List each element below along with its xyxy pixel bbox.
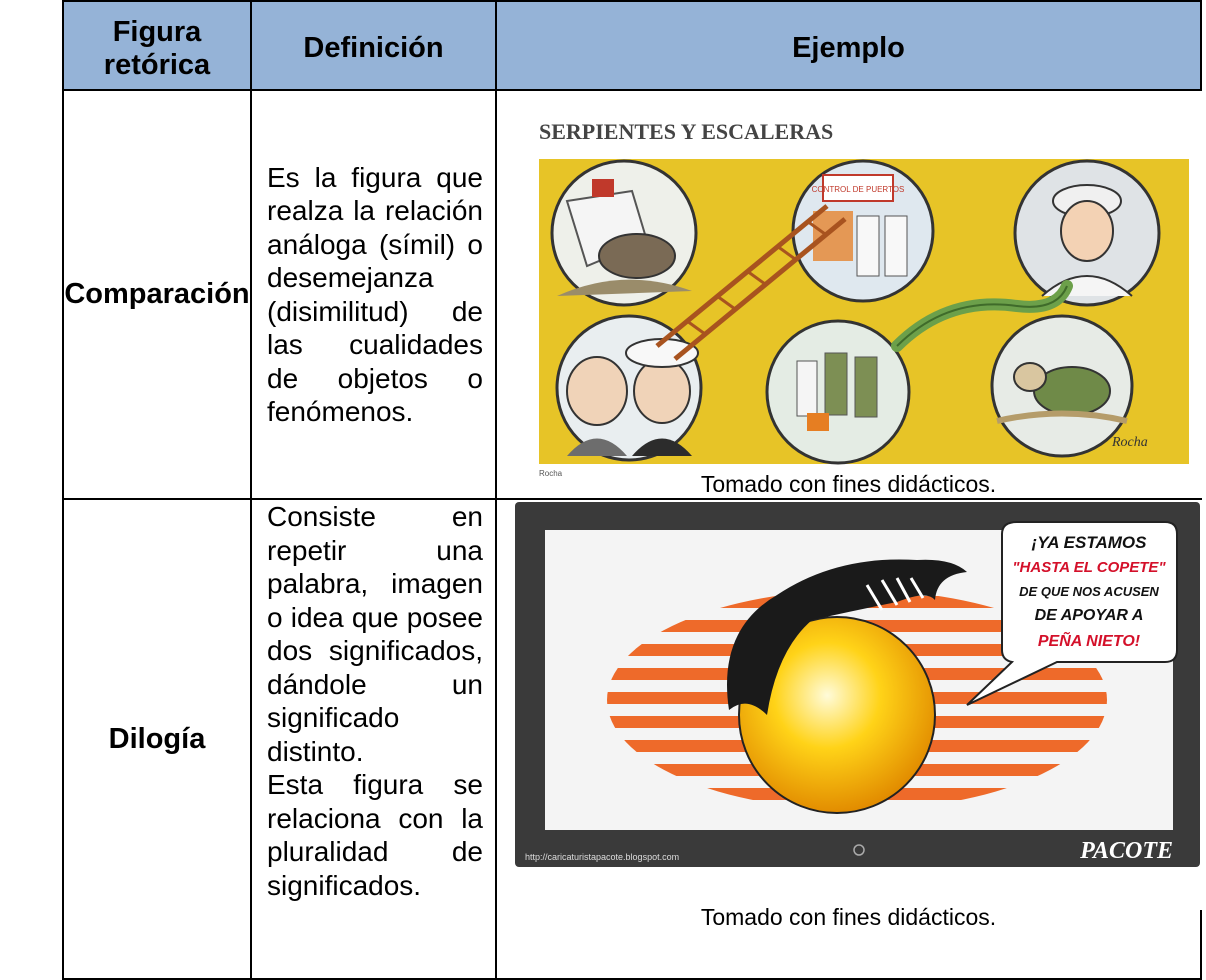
example-comparacion: SERPIENTES Y ESCALERAS CONT	[495, 89, 1202, 500]
cartoon-signature: Rocha	[1111, 435, 1148, 450]
sun-shape	[738, 616, 936, 814]
cartoon-title: SERPIENTES Y ESCALERAS	[539, 119, 833, 144]
rhetoric-figures-table: Figura retórica Definición Ejemplo Compa…	[62, 0, 1202, 980]
cartoon-credit: Rocha	[539, 469, 563, 478]
figure-name-dilogia: Dilogía	[62, 498, 252, 980]
svg-text:CONTROL DE PUERTOS: CONTROL DE PUERTOS	[812, 185, 905, 194]
definition-dilogia: Consiste en repetir una palabra, imagen …	[250, 498, 497, 980]
svg-text:¡YA ESTAMOS: ¡YA ESTAMOS	[1032, 533, 1148, 552]
example-caption: Tomado con fines didácticos.	[700, 904, 997, 930]
svg-text:DE APOYAR A: DE APOYAR A	[1035, 607, 1144, 624]
definition-comparacion: Es la figura que realza la relación anál…	[250, 89, 497, 500]
table-row-comparacion: Comparación Es la figura que realza la r…	[62, 89, 1202, 500]
figure-name-comparacion: Comparación	[62, 89, 252, 500]
definition-text: Esta figura se relaciona con la pluralid…	[267, 769, 483, 901]
example-caption: Tomado con fines didácticos.	[700, 471, 997, 497]
header-example: Ejemplo	[495, 0, 1202, 91]
cartoon-signature: PACOTE	[1079, 838, 1173, 864]
header-definition: Definición	[250, 0, 497, 91]
example-dilogia: ¡YA ESTAMOS "HASTA EL COPETE" DE QUE NOS…	[495, 498, 1202, 980]
header-figure: Figura retórica	[62, 0, 252, 91]
svg-text:DE QUE NOS ACUSEN: DE QUE NOS ACUSEN	[1019, 584, 1159, 599]
header-row: Figura retórica Definición Ejemplo	[62, 0, 1202, 91]
svg-text:"HASTA EL COPETE": "HASTA EL COPETE"	[1012, 559, 1166, 576]
tv-power-icon	[853, 844, 865, 856]
speech-bubble	[966, 521, 1178, 706]
cartoon-serpientes-escaleras: SERPIENTES Y ESCALERAS CONT	[497, 91, 1202, 498]
cartoon-url: http://caricaturistapacote.blogspot.com	[525, 852, 679, 862]
definition-text: Es la figura que realza la relación anál…	[267, 161, 483, 428]
table-row-dilogia: Dilogía Consiste en repetir una palabra,…	[62, 498, 1202, 980]
definition-text: Consiste en repetir una palabra, imagen …	[267, 501, 483, 767]
cartoon-copete: ¡YA ESTAMOS "HASTA EL COPETE" DE QUE NOS…	[497, 500, 1202, 910]
svg-text:PEÑA NIETO!: PEÑA NIETO!	[1038, 630, 1141, 650]
